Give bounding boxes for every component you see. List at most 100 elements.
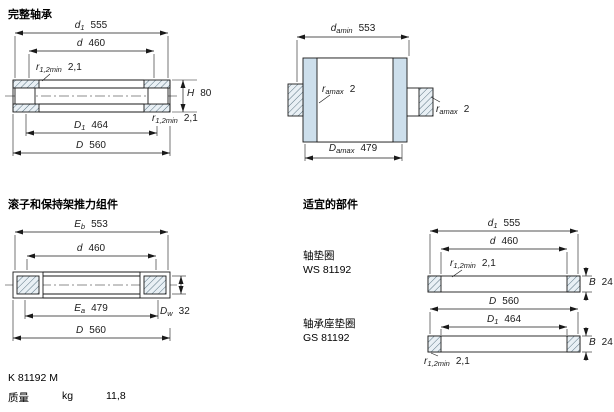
dim-val: 553 <box>358 23 376 34</box>
dim-val: 2,1 <box>481 258 496 269</box>
dim-val: 2,1 <box>183 113 198 124</box>
mass-unit: kg <box>62 390 74 402</box>
dim-sym: r <box>36 62 40 73</box>
dim-val: 2,1 <box>67 62 82 73</box>
dim-sym: r <box>152 113 156 124</box>
dim-sym: d <box>489 236 496 247</box>
dim-val: 460 <box>88 243 106 254</box>
mass-value: 11,8 <box>106 390 126 402</box>
dim-label-complete-H: H 80 <box>187 88 211 101</box>
dim-label-assembly-d: d 460 <box>77 243 105 256</box>
dim-sub: 1 <box>80 23 85 32</box>
mass-label: 质量 <box>8 392 29 404</box>
dim-label-abutment-ra-left: ramax 2 <box>322 84 355 97</box>
dim-sub: 1 <box>81 123 86 132</box>
dim-sub: 1 <box>494 317 499 326</box>
dim-sub: 1,2min <box>155 116 178 125</box>
shaft-washer-drawing <box>427 228 592 301</box>
dim-val: 24 <box>601 277 613 288</box>
dim-sub: b <box>80 222 86 231</box>
dim-sym: D <box>73 120 82 131</box>
dim-sub: amin <box>336 26 353 35</box>
dim-sub: 1,2min <box>427 359 450 368</box>
complete-bearing-drawing <box>5 30 197 156</box>
section-title-assembly: 滚子和保持架推力组件 <box>8 199 118 211</box>
dim-sub: amax <box>439 107 458 116</box>
dim-sym: E <box>74 219 81 230</box>
dim-label-complete-d1: d1 555 <box>75 20 107 33</box>
dim-sym: d <box>330 23 337 34</box>
dim-label-abutment-ra-right: ramax 2 <box>436 104 469 117</box>
dim-val: 464 <box>504 314 522 325</box>
dim-val: 2 <box>349 84 356 95</box>
dim-sym: H <box>187 88 195 99</box>
dim-sub: amax <box>325 87 344 96</box>
dim-val: 80 <box>200 88 212 99</box>
dim-sym: D <box>486 314 495 325</box>
dim-sym: d <box>76 38 83 49</box>
dim-sub: 1,2min <box>453 261 476 270</box>
shaft-washer-label: 轴垫圈 <box>303 250 335 262</box>
dim-sym: d <box>487 218 494 229</box>
dim-val: 560 <box>89 325 106 336</box>
housing-washer-drawing <box>427 306 592 361</box>
housing-washer-label: 轴承座垫圈 <box>303 318 356 330</box>
dim-sym: D <box>489 296 497 307</box>
dim-val: 460 <box>88 38 106 49</box>
dim-label-gs-r: r1,2min 2,1 <box>424 356 470 369</box>
dim-label-complete-D1: D1 464 <box>74 120 108 133</box>
dim-label-assembly-D: D 560 <box>76 325 106 338</box>
dim-label-complete-r-bottom: r1,2min 2,1 <box>152 113 198 126</box>
dim-val: 479 <box>360 143 378 154</box>
dim-sym: E <box>74 303 81 314</box>
dim-label-ws-d: d 460 <box>490 236 518 249</box>
dim-label-assembly-Ea: Ea 479 <box>74 303 108 316</box>
dim-val: 553 <box>91 219 108 230</box>
dim-sym: r <box>450 258 454 269</box>
dim-val: 32 <box>178 306 190 317</box>
dim-label-assembly-Eb: Eb 553 <box>74 219 108 232</box>
section-title-complete-bearing: 完整轴承 <box>8 9 52 21</box>
dim-label-abutment-Da: Damax 479 <box>329 143 377 156</box>
dim-sub: amax <box>336 146 355 155</box>
dim-sub: 1 <box>493 221 498 230</box>
dim-label-complete-D: D 560 <box>76 140 106 153</box>
dim-val: 555 <box>90 20 108 31</box>
dim-label-assembly-Dw: Dw 32 <box>160 306 190 319</box>
dim-val: 460 <box>501 236 519 247</box>
section-title-components: 适宜的部件 <box>303 199 358 211</box>
bearing-designation: K 81192 M <box>8 372 59 384</box>
shaft-washer-designation: WS 81192 <box>303 264 352 276</box>
dim-val: 24 <box>601 337 613 348</box>
dim-label-complete-r-top: r1,2min 2,1 <box>36 62 82 75</box>
dim-sym: r <box>436 104 440 115</box>
abutment-drawing <box>287 34 441 161</box>
dim-sym: D <box>76 140 84 151</box>
dim-sym: r <box>322 84 326 95</box>
dim-val: 479 <box>91 303 108 314</box>
dim-sym: D <box>76 325 84 336</box>
dim-val: 464 <box>91 120 109 131</box>
dim-label-complete-d: d 460 <box>77 38 105 51</box>
dim-sym: r <box>424 356 428 367</box>
dim-sub: a <box>80 306 86 315</box>
dim-sym: d <box>76 243 83 254</box>
dim-val: 2 <box>463 104 470 115</box>
dim-sym: D <box>160 306 168 317</box>
dim-sym: D <box>328 143 337 154</box>
dim-label-abutment-da: damin 553 <box>331 23 376 36</box>
housing-washer-designation: GS 81192 <box>303 332 350 344</box>
dim-label-gs-D1: D1 464 <box>487 314 521 327</box>
dim-val: 560 <box>89 140 106 151</box>
dim-sub: w <box>167 309 173 318</box>
assembly-drawing <box>5 229 186 341</box>
dim-sub: 1,2min <box>39 65 62 74</box>
dim-sym: d <box>74 20 81 31</box>
dim-val: 2,1 <box>455 356 470 367</box>
